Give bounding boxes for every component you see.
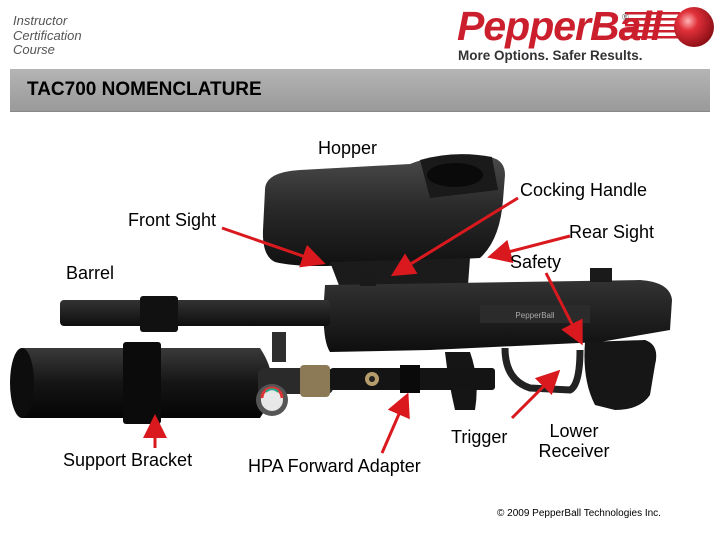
slide-title: TAC700 NOMENCLATURE [27,79,262,100]
course-title: Instructor Certification Course [13,13,133,58]
label-lower-receiver-line2: Receiver [538,441,610,461]
label-hopper: Hopper [318,138,378,158]
air-tank-part [10,342,272,424]
logo-brand-text: PepperBall [457,3,662,49]
grip-part [445,340,657,410]
label-support-bracket: Support Bracket [63,450,193,470]
logo-registered-mark: ® [622,12,629,22]
label-safety: Safety [510,252,562,272]
label-trigger: Trigger [451,427,508,447]
label-cocking-handle: Cocking Handle [520,180,648,200]
pepperball-logo: PepperBall ® More Options. Safer Results… [455,2,717,68]
label-barrel: Barrel [66,263,115,283]
callout-arrows [143,196,583,454]
arrow-front-sight [221,226,326,268]
arrow-safety [544,272,583,346]
course-line-2: Certification [13,27,82,43]
title-banner: TAC700 NOMENCLATURE [10,69,710,112]
label-front-sight: Front Sight [128,210,217,230]
label-rear-sight: Rear Sight [569,222,655,242]
arrow-lower-receiver [510,369,561,420]
receiver-part: PepperBall [323,268,672,352]
logo-ball-icon [674,7,714,47]
label-lower-receiver-line1: Lower [549,421,599,441]
hopper-part [262,154,505,288]
arrow-rear-sight [487,234,571,264]
arrow-hpa-adapter [380,392,410,454]
regulator-part [256,332,495,416]
label-lower-receiver: Lower Receiver [530,421,618,461]
label-hpa-forward-adapter: HPA Forward Adapter [248,456,421,476]
course-line-1: Instructor [13,13,68,28]
copyright-notice: © 2009 PepperBall Technologies Inc. [497,508,661,519]
course-line-3: Course [13,42,55,57]
arrow-cocking-handle [390,196,519,277]
logo-tagline: More Options. Safer Results. [458,48,643,63]
logo-stripes-graphic [625,12,680,39]
barrel-part [60,296,330,332]
receiver-marking: PepperBall [515,311,554,320]
